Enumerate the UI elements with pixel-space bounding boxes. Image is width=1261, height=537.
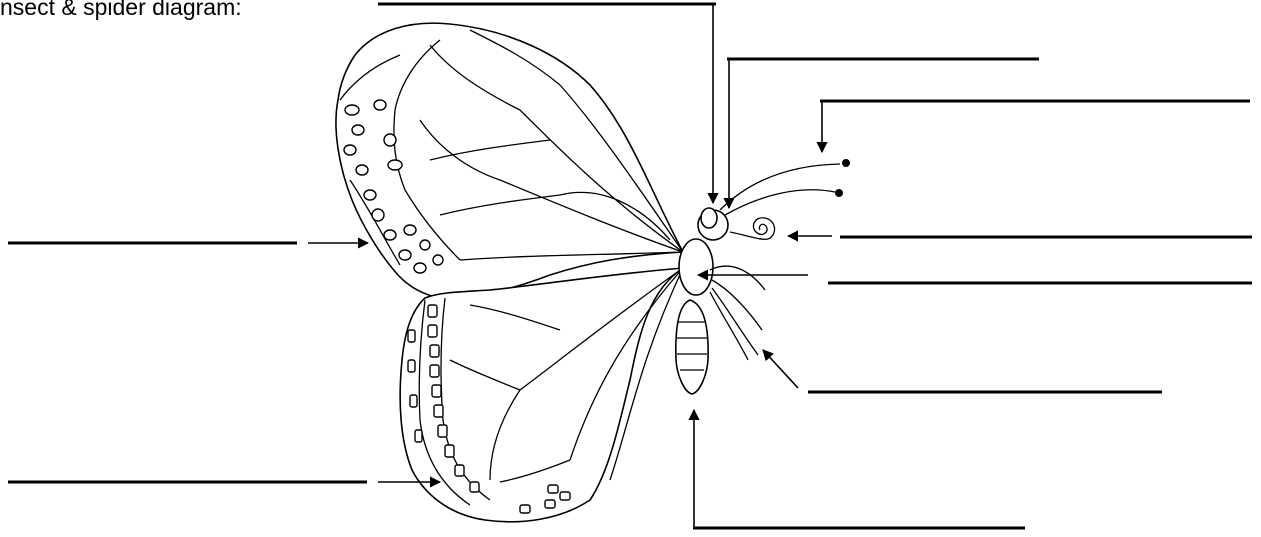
label-line-eye [727,59,1039,208]
label-line-legs [763,350,1162,392]
label-line-abdomen [693,410,1025,528]
label-line-thorax [698,275,1252,283]
hindwing-outline [400,268,683,522]
thorax-shape [679,239,713,295]
abdomen-shape [676,300,708,394]
butterfly-illustration [336,23,850,522]
eye-shape [701,208,717,228]
label-line-antenna [820,101,1250,152]
label-line-proboscis [788,236,1252,237]
